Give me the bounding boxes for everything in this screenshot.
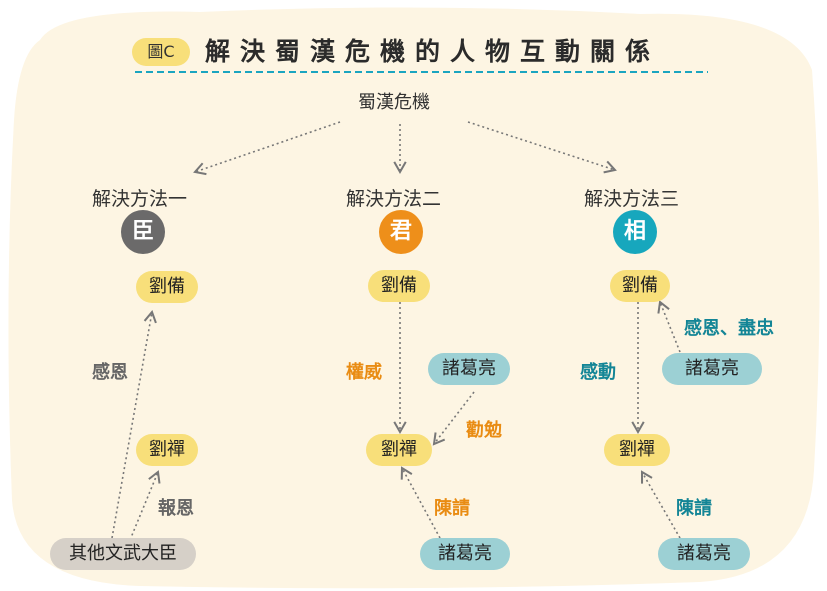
- arrow-advisor-to-liubei-3: [657, 300, 681, 353]
- arrow-advisor-to-liushan-2: [432, 391, 475, 446]
- col1-edge-label-gratitude: 感恩: [92, 362, 128, 383]
- col1-ministers-node: 其他文武大臣: [50, 538, 196, 570]
- arrow-root-method3: [467, 121, 617, 174]
- page-title: 解決蜀漢危機的人物互動關係: [205, 37, 661, 66]
- col1-liubei-node: 劉備: [136, 271, 198, 303]
- col1-edge-label-repay: 報恩: [158, 498, 194, 519]
- col3-liubei-node: 劉備: [610, 270, 670, 302]
- arrow-bottom-to-liushan-2: [400, 466, 441, 539]
- col1-liushan-node: 劉禪: [136, 434, 198, 466]
- tag-bubble: [132, 38, 190, 66]
- method-3-badge: 相: [613, 210, 657, 254]
- col2-liubei-node: 劉備: [368, 270, 430, 302]
- method-1-label: 解決方法一: [92, 188, 188, 210]
- col2-bottom-advisor-node: 諸葛亮: [420, 538, 510, 570]
- col2-edge-label-authority: 權威: [346, 362, 382, 383]
- method-3-label: 解決方法三: [584, 188, 680, 210]
- col3-edge-label-petition: 陳請: [676, 498, 712, 519]
- col2-advisor-node: 諸葛亮: [428, 353, 510, 385]
- col3-edge-label-loyalty: 感恩、盡忠: [684, 318, 774, 339]
- arrow-root-method1: [193, 121, 341, 176]
- col3-liushan-node: 劉禪: [604, 434, 670, 466]
- col3-advisor-node: 諸葛亮: [662, 353, 762, 385]
- figure-tag: 圖C: [147, 42, 175, 61]
- root-node: 蜀漢危機: [358, 92, 430, 113]
- method-2-badge: 君: [379, 210, 423, 254]
- arrow-ministers-to-liubei: [111, 309, 157, 539]
- col2-edge-label-petition: 陳請: [434, 498, 470, 519]
- method-2-label: 解決方法二: [346, 188, 442, 210]
- col2-edge-label-exhort: 勸勉: [466, 420, 502, 441]
- col3-bottom-advisor-node: 諸葛亮: [658, 538, 750, 570]
- col3-edge-label-moved: 感動: [580, 362, 616, 383]
- method-1-badge: 臣: [121, 210, 165, 254]
- col2-liushan-node: 劉禪: [366, 434, 432, 466]
- arrow-ministers-to-liushan: [129, 470, 161, 541]
